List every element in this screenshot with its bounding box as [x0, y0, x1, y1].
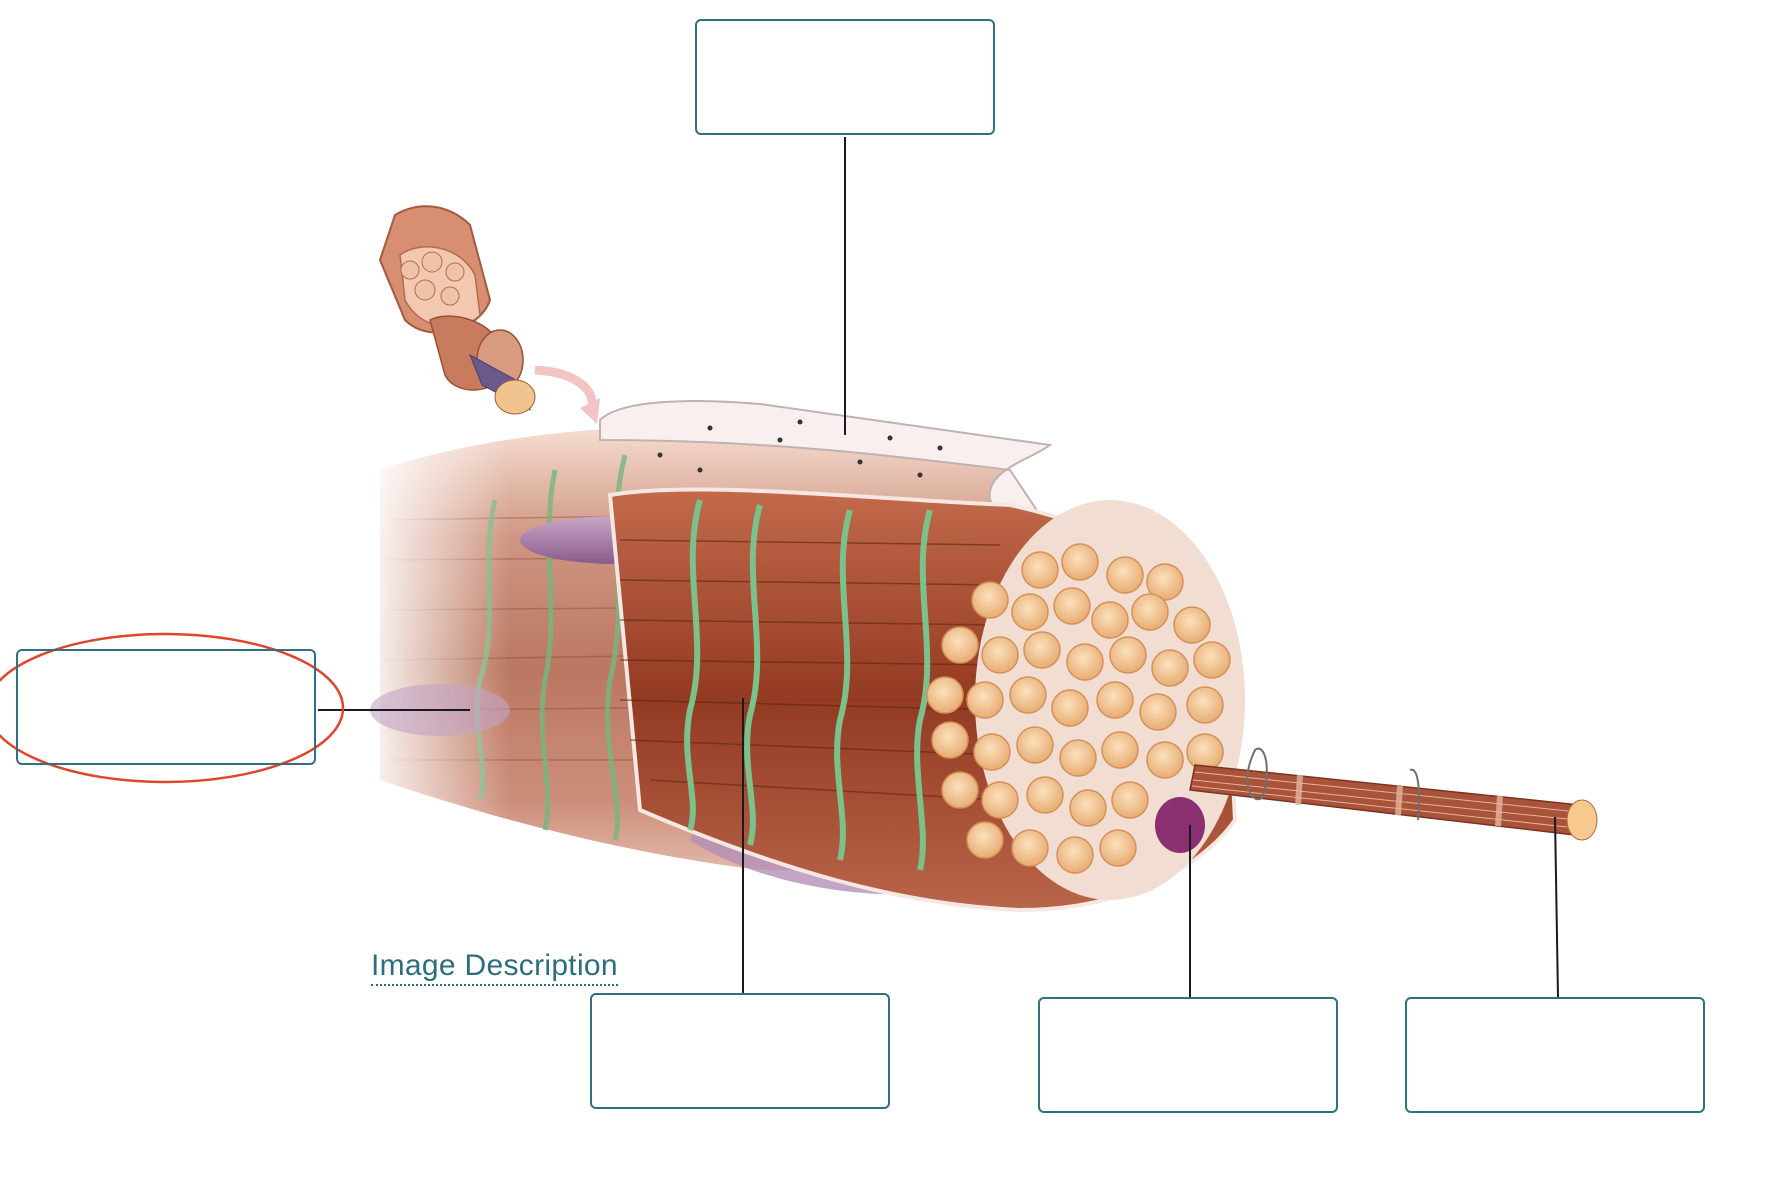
- label-drop-box-bottom-right[interactable]: [1405, 997, 1705, 1113]
- label-drop-box-bottom-middle[interactable]: [1038, 997, 1338, 1113]
- highlight-circle: [0, 632, 345, 784]
- muscle-inset-thumbnail: [378, 205, 600, 424]
- muscle-fiber-bundle: [360, 400, 1245, 913]
- extended-myofibril: [1189, 747, 1598, 841]
- label-drop-box-bottom-left[interactable]: [590, 993, 890, 1109]
- label-drop-box-left[interactable]: [16, 649, 316, 765]
- label-drop-box-top[interactable]: [695, 19, 995, 135]
- image-description-link[interactable]: Image Description: [371, 948, 618, 986]
